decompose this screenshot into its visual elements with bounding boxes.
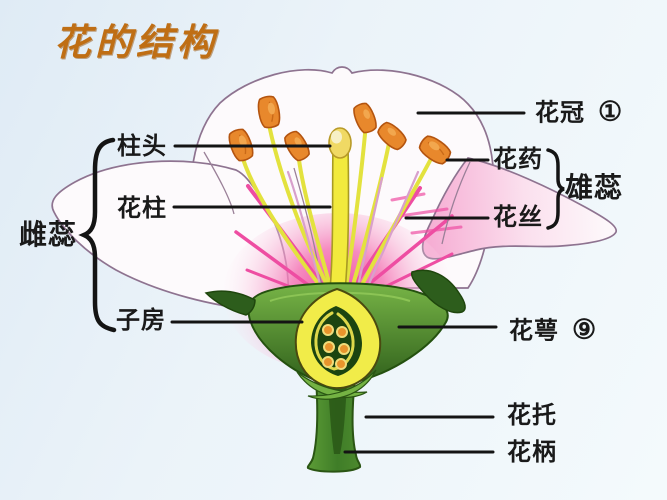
label-corolla-text: 花冠 (535, 100, 585, 127)
petal-fold-lines (203, 151, 471, 291)
ovules (322, 324, 350, 370)
petal-right (421, 157, 617, 260)
stigma-tip (328, 127, 352, 159)
label-ovary: 子房 (116, 308, 166, 334)
stamen-brace (546, 148, 565, 230)
label-corolla: 花冠 ① (535, 96, 624, 127)
label-style: 花柱 (117, 196, 167, 222)
label-calyx-number: ⑨ (572, 314, 598, 345)
label-corolla-number: ① (598, 96, 624, 127)
leader-lines (170, 111, 526, 454)
label-pistil-group: 雌蕊 (18, 220, 78, 251)
label-calyx: 花萼 ⑨ (509, 314, 598, 345)
ovary (294, 287, 382, 390)
page-title: 花的结构 (54, 23, 218, 64)
sepal-left-tip (204, 290, 256, 316)
label-filament: 花丝 (493, 205, 543, 231)
label-calyx-text: 花萼 (509, 318, 559, 345)
label-receptacle: 花托 (507, 403, 557, 429)
label-pedicel: 花柄 (507, 440, 557, 466)
stem-core (328, 382, 347, 454)
anthers (228, 95, 452, 165)
label-anther: 花药 (493, 147, 543, 173)
front-sepals (296, 369, 377, 400)
sepal-right-tip (410, 269, 466, 314)
pistil-brace (78, 137, 117, 333)
label-stigma: 柱头 (117, 134, 167, 160)
label-stamen-group: 雄蕊 (564, 173, 624, 204)
